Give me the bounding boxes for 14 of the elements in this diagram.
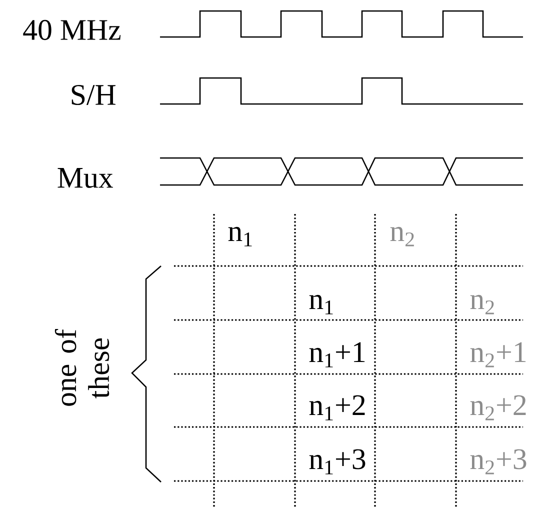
cell-label: n$_{1}$ [228, 226, 252, 246]
cell-label: n$_{1}$+2 [309, 395, 365, 420]
cell-label: n$_{2}$+1 [470, 342, 526, 368]
brace-label: one of these [54, 329, 110, 406]
cell-label: n$_{2}$+3 [470, 449, 526, 474]
cell-label: n$_{1}$+1 [309, 342, 365, 368]
cell-label: n$_{2}$ [390, 226, 414, 246]
cell-label: n$_{1}$+3 [309, 449, 366, 474]
signal-label: Mux [58, 168, 113, 188]
signal-label: S/H [72, 84, 116, 106]
cell-label: n$_{2}$ [470, 294, 494, 314]
cell-label: n$_{1}$ [309, 294, 333, 314]
cell-label: n$_{2}$+2 [470, 395, 526, 420]
signal-label: 40 MHz [23, 20, 121, 40]
